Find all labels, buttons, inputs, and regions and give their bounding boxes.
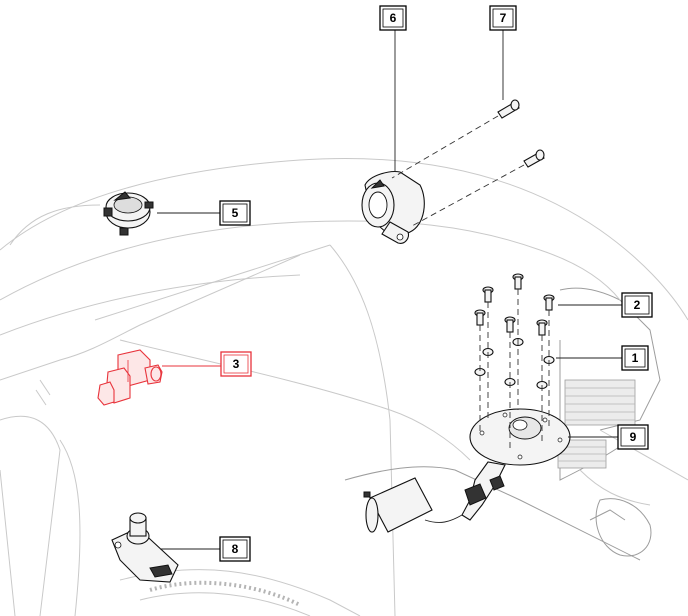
- part-6-round-sensor: [103, 191, 154, 236]
- callout-5: 8: [219, 536, 251, 562]
- callout-1-label: 1: [632, 351, 639, 365]
- bolt: [536, 319, 548, 336]
- callout-2-label: 2: [634, 298, 641, 312]
- part-9-fuel-sender: [363, 408, 571, 533]
- part-2-bolts: [474, 273, 555, 336]
- callout-1: 1: [621, 345, 649, 371]
- callout-6: 5: [219, 200, 251, 226]
- bolt: [512, 273, 524, 290]
- callout-9-label: 9: [630, 430, 637, 444]
- callout-3-label: 3: [233, 357, 240, 371]
- part-5-bracket-sensor: [111, 512, 179, 583]
- callout-8: 7: [489, 5, 517, 31]
- callout-leaders: [157, 30, 622, 550]
- bolt-dashed-axes: [479, 289, 550, 448]
- bolt: [474, 309, 486, 326]
- callout-8-label: 7: [500, 11, 507, 25]
- vehicle-body-outline: [0, 157, 688, 616]
- part-3-connector-highlighted: [97, 349, 163, 406]
- bolt: [543, 294, 555, 311]
- callout-3-highlighted: 3: [220, 351, 252, 377]
- callout-5-label: 8: [232, 542, 239, 556]
- callout-2: 2: [621, 292, 653, 318]
- part-7-motor-housing: [361, 171, 425, 244]
- bolt: [504, 316, 516, 333]
- bolt: [482, 286, 494, 303]
- part-8-screws: [391, 99, 545, 227]
- callout-9: 9: [617, 424, 649, 450]
- callout-7: 6: [379, 5, 407, 31]
- callout-6-label: 5: [232, 206, 239, 220]
- callout-7-label: 6: [390, 11, 397, 25]
